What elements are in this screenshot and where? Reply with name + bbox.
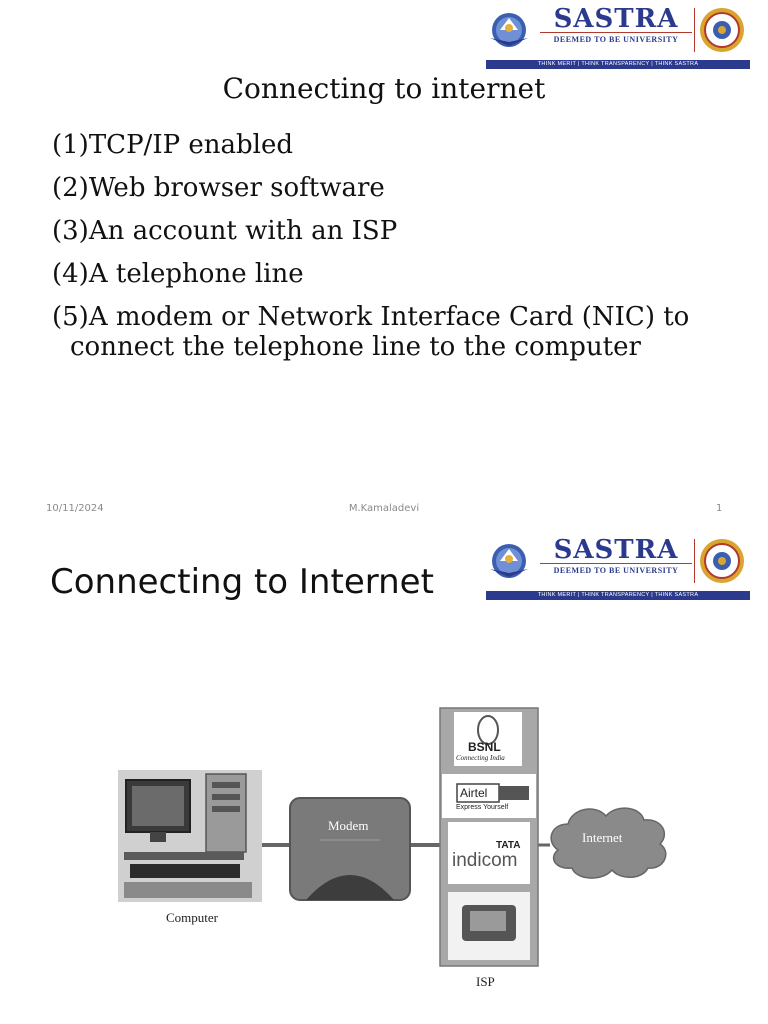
airtel-logo-text: Airtel (460, 786, 488, 800)
logo-tagline: THINK MERIT | THINK TRANSPARENCY | THINK… (486, 591, 750, 600)
anniversary-seal-icon (700, 539, 744, 583)
diagram-artwork (118, 707, 667, 967)
logo-name: SASTRA (553, 4, 679, 34)
list-item: (5)A modem or Network Interface Card (NI… (52, 302, 752, 362)
sastra-wordmark: SASTRA DEEMED TO BE UNIVERSITY (538, 4, 694, 60)
computer-illustration (118, 770, 262, 902)
logo-name: SASTRA (553, 535, 679, 565)
internet-connection-diagram: Computer Modem ISP Internet BSNL Connect… (110, 700, 710, 1000)
modem-label: Modem (328, 818, 369, 833)
modem-device (289, 797, 411, 901)
sastra-wordmark: SASTRA DEEMED TO BE UNIVERSITY (538, 535, 694, 591)
computer-label: Computer (166, 910, 218, 925)
logo-separator (694, 539, 695, 583)
anniversary-seal-icon (700, 8, 744, 52)
tata-logo-text: TATA (496, 840, 521, 851)
logo-tagline: THINK MERIT | THINK TRANSPARENCY | THINK… (486, 60, 750, 69)
slide-title: Connecting to internet (222, 72, 546, 105)
footer-page-number: 1 (716, 503, 723, 514)
list-item: (2)Web browser software (52, 173, 385, 203)
logo-subtitle: DEEMED TO BE UNIVERSITY (553, 35, 679, 44)
footer-date: 10/11/2024 (46, 503, 104, 514)
internet-label: Internet (582, 830, 623, 845)
sastra-logo: SASTRA DEEMED TO BE UNIVERSITY THINK MER… (486, 4, 750, 69)
university-emblem-icon (490, 544, 528, 578)
bsnl-logo-text: BSNL (468, 740, 501, 754)
logo-rule (540, 32, 692, 33)
airtel-tagline: Express Yourself (456, 804, 509, 811)
bsnl-tagline: Connecting India (456, 754, 505, 762)
logo-rule (540, 563, 692, 564)
isp-panel (439, 707, 539, 967)
requirements-list: (1)TCP/IP enabled (2)Web browser softwar… (52, 130, 752, 375)
logo-separator (694, 8, 695, 52)
list-item: (4)A telephone line (52, 259, 304, 289)
sastra-logo: SASTRA DEEMED TO BE UNIVERSITY THINK MER… (486, 535, 750, 600)
footer-author: M.Kamaladevi (348, 503, 420, 514)
internet-cloud-icon (550, 807, 667, 879)
indicom-logo-text: indicom (452, 850, 518, 871)
list-item: (1)TCP/IP enabled (52, 130, 293, 160)
logo-subtitle: DEEMED TO BE UNIVERSITY (553, 566, 679, 575)
list-item-continuation: connect the telephone line to the comput… (70, 332, 641, 362)
slide-1: SASTRA DEEMED TO BE UNIVERSITY THINK MER… (46, 4, 752, 514)
list-item-text: (5)A modem or Network Interface Card (NI… (52, 302, 690, 332)
isp-label: ISP (476, 974, 495, 989)
list-item: (3)An account with an ISP (52, 216, 398, 246)
slide-title: Connecting to Internet (50, 562, 434, 602)
university-emblem-icon (490, 13, 528, 47)
